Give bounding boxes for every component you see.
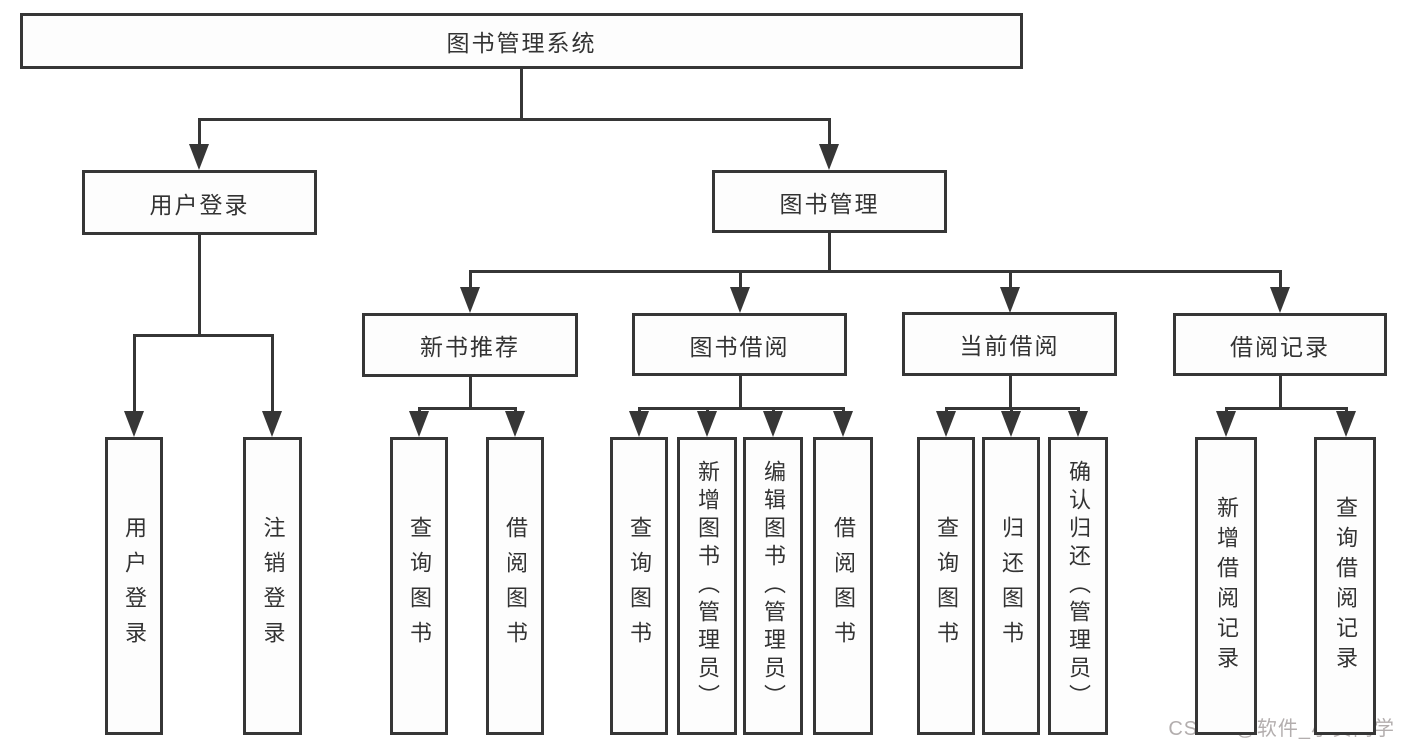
node-logout: 注销登录 [243, 437, 302, 735]
edge-vertical-line [1278, 376, 1282, 410]
arrowhead-down-icon [629, 411, 649, 437]
node-new-book-rec-label: 新书推荐 [420, 334, 520, 360]
arrowhead-down-icon [763, 411, 783, 437]
node-return-books-label: 归还图书 [999, 516, 1024, 656]
arrowhead-down-icon [1068, 411, 1088, 437]
node-borrow-books-a: 借阅图书 [486, 437, 544, 735]
edge-vertical-line [519, 69, 523, 121]
arrowhead-down-icon [1336, 411, 1356, 437]
arrowhead-down-icon [1216, 411, 1236, 437]
node-query-books-b: 查询图书 [610, 437, 668, 735]
edge-drop-line [705, 408, 709, 413]
node-borrow-books-a-label: 借阅图书 [503, 516, 528, 656]
arrowhead-down-icon [460, 287, 480, 313]
node-borrow-record: 借阅记录 [1173, 313, 1387, 376]
node-add-books-admin-label: 新增图书（管理员） [695, 460, 720, 712]
edge-drop-line [738, 271, 742, 289]
node-new-book-rec: 新书推荐 [362, 313, 578, 377]
node-current-borrow-label: 当前借阅 [959, 333, 1060, 359]
node-book-mgmt: 图书管理 [712, 170, 947, 233]
node-add-borrow-rec: 新增借阅记录 [1195, 437, 1257, 735]
arrowhead-down-icon [730, 287, 750, 313]
node-root-label: 图书管理系统 [446, 30, 597, 56]
edge-drop-line [1076, 408, 1080, 413]
edge-horizontal-line [132, 333, 274, 337]
arrowhead-down-icon [833, 411, 853, 437]
arrowhead-down-icon [262, 411, 282, 437]
node-edit-books-admin-label: 编辑图书（管理员） [761, 460, 786, 712]
edge-drop-line [1008, 271, 1012, 289]
edge-drop-line [417, 408, 421, 413]
node-add-borrow-rec-label: 新增借阅记录 [1214, 496, 1239, 676]
edge-drop-line [771, 408, 775, 413]
edge-drop-line [637, 408, 641, 413]
node-query-books-a: 查询图书 [390, 437, 448, 735]
arrowhead-down-icon [409, 411, 429, 437]
edge-vertical-line [827, 233, 831, 273]
node-current-borrow: 当前借阅 [902, 312, 1117, 376]
edge-vertical-line [468, 377, 472, 410]
node-book-mgmt-label: 图书管理 [779, 190, 880, 217]
edge-drop-line [1009, 408, 1013, 413]
node-book-borrow: 图书借阅 [632, 313, 847, 376]
node-confirm-return-admin-label: 确认归还（管理员） [1066, 460, 1091, 712]
node-query-books-c: 查询图书 [917, 437, 975, 735]
arrowhead-down-icon [1000, 287, 1020, 313]
arrowhead-down-icon [697, 411, 717, 437]
edge-drop-line [197, 119, 201, 146]
edge-horizontal-line [637, 406, 845, 410]
arrowhead-down-icon [189, 144, 209, 170]
edge-vertical-line [197, 235, 201, 337]
arrowhead-down-icon [124, 411, 144, 437]
node-query-borrow-rec: 查询借阅记录 [1314, 437, 1376, 735]
edge-horizontal-line [1224, 406, 1348, 410]
edge-vertical-line [738, 376, 742, 410]
edge-horizontal-line [417, 406, 517, 410]
edge-drop-line [132, 335, 136, 413]
edge-drop-line [944, 408, 948, 413]
node-user-login-label: 用户登录 [122, 516, 147, 656]
edge-drop-line [270, 335, 274, 413]
edge-drop-line [1224, 408, 1228, 413]
edge-drop-line [827, 119, 831, 146]
node-add-books-admin: 新增图书（管理员） [677, 437, 737, 735]
arrowhead-down-icon [505, 411, 525, 437]
node-logout-label: 注销登录 [260, 516, 286, 656]
node-borrow-books-b-label: 借阅图书 [831, 516, 856, 656]
edge-drop-line [468, 271, 472, 289]
node-borrow-books-b: 借阅图书 [813, 437, 873, 735]
node-confirm-return-admin: 确认归还（管理员） [1048, 437, 1108, 735]
edge-drop-line [841, 408, 845, 413]
edge-drop-line [513, 408, 517, 413]
node-query-books-c-label: 查询图书 [934, 516, 959, 656]
arrowhead-down-icon [1001, 411, 1021, 437]
node-query-books-a-label: 查询图书 [407, 516, 432, 656]
edge-horizontal-line [468, 269, 1282, 273]
arrowhead-down-icon [936, 411, 956, 437]
node-login-branch-label: 用户登录 [149, 191, 250, 218]
edge-vertical-line [1008, 376, 1012, 410]
node-user-login: 用户登录 [105, 437, 163, 735]
edge-horizontal-line [197, 117, 831, 121]
node-query-borrow-rec-label: 查询借阅记录 [1333, 496, 1358, 676]
node-login-branch: 用户登录 [82, 170, 317, 235]
node-book-borrow-label: 图书借阅 [689, 333, 790, 360]
edge-drop-line [1278, 271, 1282, 289]
node-edit-books-admin: 编辑图书（管理员） [743, 437, 803, 735]
edge-drop-line [1344, 408, 1348, 413]
arrowhead-down-icon [819, 144, 839, 170]
arrowhead-down-icon [1270, 287, 1290, 313]
node-query-books-b-label: 查询图书 [627, 516, 652, 656]
node-borrow-record-label: 借阅记录 [1230, 333, 1330, 360]
node-root: 图书管理系统 [20, 13, 1023, 69]
node-return-books: 归还图书 [982, 437, 1040, 735]
